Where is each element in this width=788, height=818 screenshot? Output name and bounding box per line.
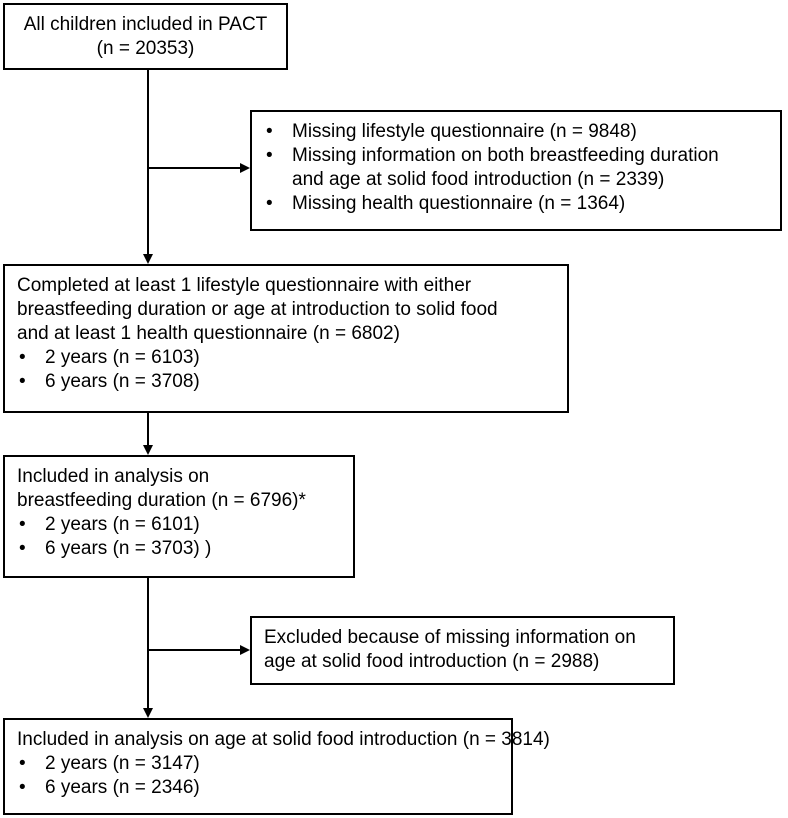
box-completed-questionnaire: Completed at least 1 lifestyle questionn… — [3, 264, 569, 413]
excluded-first-item: • Missing information on both breastfeed… — [266, 145, 719, 166]
completed-item: • 2 years (n = 6103) — [19, 347, 200, 368]
bullet-icon: • — [19, 753, 26, 774]
box-excluded-first: • Missing lifestyle questionnaire (n = 9… — [250, 110, 782, 231]
bullet-icon: • — [266, 145, 273, 166]
excluded-second-text-line: Excluded because of missing information … — [264, 627, 636, 648]
excluded-first-item-continuation: and age at solid food introduction (n = … — [292, 169, 665, 190]
bullet-icon: • — [266, 121, 273, 142]
solid-food-list: • 2 years (n = 3147) • 6 years (n = 2346… — [17, 752, 499, 800]
bullet-icon: • — [19, 371, 26, 392]
completed-item: • 6 years (n = 3708) — [19, 371, 200, 392]
breastfeeding-item: • 6 years (n = 3703) ) — [19, 538, 212, 559]
breastfeeding-text-line: breastfeeding duration (n = 6796)* — [17, 490, 306, 511]
box-breastfeeding-analysis: Included in analysis on breastfeeding du… — [3, 455, 355, 578]
box-excluded-second: Excluded because of missing information … — [250, 616, 675, 685]
excluded-first-list: • Missing lifestyle questionnaire (n = 9… — [264, 120, 768, 216]
completed-text-line: and at least 1 health questionnaire (n =… — [17, 323, 400, 344]
bullet-icon: • — [19, 347, 26, 368]
breastfeeding-text-line: Included in analysis on — [17, 466, 210, 487]
excluded-first-item: • Missing lifestyle questionnaire (n = 9… — [266, 121, 637, 142]
completed-text-line: breastfeeding duration or age at introdu… — [17, 299, 498, 320]
solid-food-item: • 6 years (n = 2346) — [19, 777, 200, 798]
excluded-first-item: • Missing health questionnaire (n = 1364… — [266, 193, 626, 214]
box-all-title: All children included in PACT — [23, 14, 268, 35]
solid-food-text-line: Included in analysis on age at solid foo… — [17, 729, 550, 750]
excluded-second-text-line: age at solid food introduction (n = 2988… — [264, 651, 600, 672]
bullet-icon: • — [266, 193, 273, 214]
bullet-icon: • — [19, 538, 26, 559]
breastfeeding-item: • 2 years (n = 6101) — [19, 514, 200, 535]
box-all-count: (n = 20353) — [96, 38, 195, 59]
solid-food-item: • 2 years (n = 3147) — [19, 753, 200, 774]
completed-list: • 2 years (n = 6103) • 6 years (n = 3708… — [17, 346, 555, 394]
completed-text-line: Completed at least 1 lifestyle questionn… — [17, 275, 472, 296]
box-all-children: All children included in PACT (n = 20353… — [3, 3, 288, 70]
breastfeeding-list: • 2 years (n = 6101) • 6 years (n = 3703… — [17, 513, 341, 561]
bullet-icon: • — [19, 514, 26, 535]
box-solid-food-analysis: Included in analysis on age at solid foo… — [3, 718, 550, 815]
bullet-icon: • — [19, 777, 26, 798]
